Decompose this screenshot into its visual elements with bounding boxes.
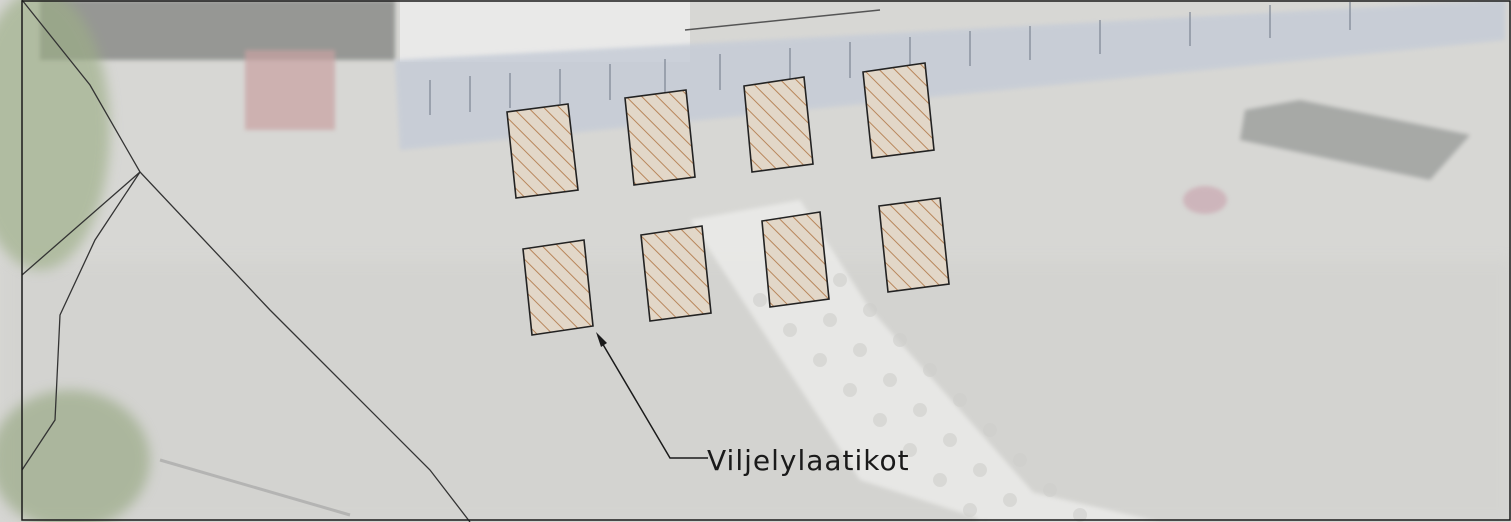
map-frame [21, 0, 1511, 521]
planting-box [640, 225, 712, 322]
facade-top-edge [684, 9, 881, 31]
planting-box [743, 76, 814, 173]
boundary-line-3 [21, 171, 141, 276]
planting-box [761, 211, 830, 308]
callout-leader-line [597, 335, 708, 459]
edge-line-bottom [159, 458, 351, 517]
planting-boxes [506, 62, 950, 336]
paving-stone-pattern [753, 273, 1087, 522]
small-object [1183, 186, 1227, 214]
reddish-object [245, 50, 335, 130]
dark-roof-area [40, 0, 395, 60]
planting-box [522, 239, 594, 336]
callout-label: Viljelylaatikot [707, 444, 910, 477]
boundary-line-1 [21, 0, 471, 522]
boundary-line-2 [21, 171, 141, 471]
planting-box [878, 197, 950, 293]
planting-box [862, 62, 935, 159]
planting-box [624, 89, 696, 186]
callout-arrowhead [596, 332, 607, 347]
plan-linework [21, 0, 471, 522]
callout: Viljelylaatikot [596, 332, 910, 477]
dark-patch [1240, 100, 1470, 180]
vegetation-bottom-left [0, 390, 150, 522]
planting-box [506, 103, 579, 199]
vegetation-top-left [0, 0, 110, 270]
